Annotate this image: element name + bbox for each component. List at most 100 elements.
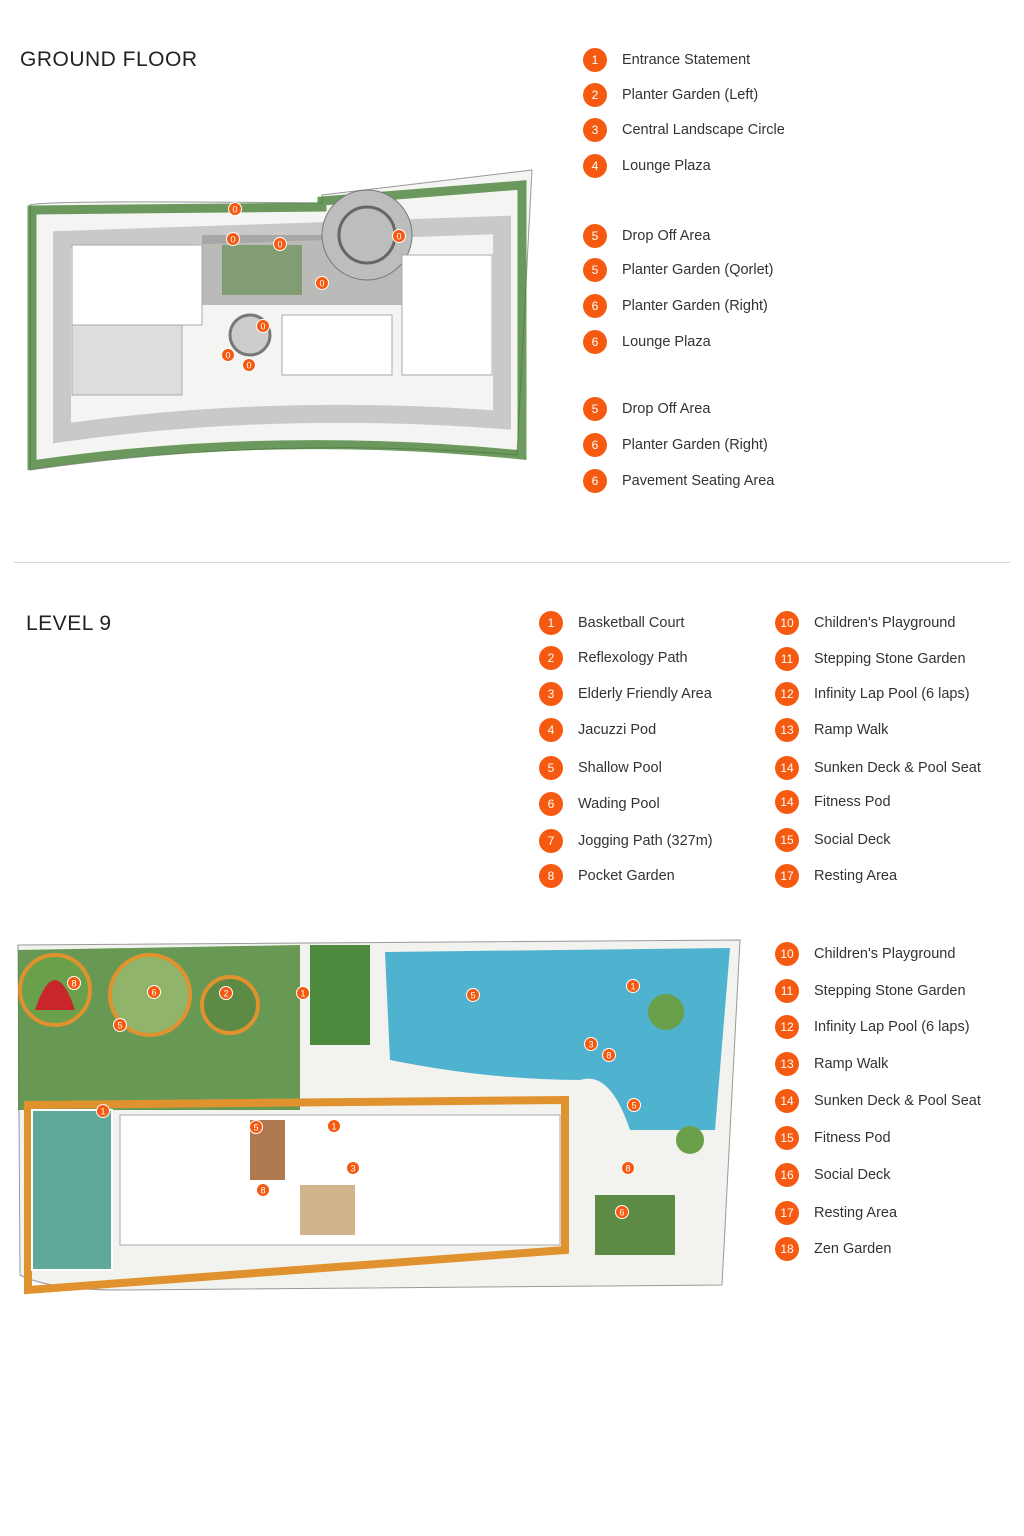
marker-number-icon: 7 <box>539 829 563 853</box>
legend-item: 11 Stepping Stone Garden <box>775 979 966 1003</box>
legend-item: 10 Children's Playground <box>775 611 955 635</box>
map-marker: 5 <box>113 1018 127 1032</box>
marker-number-icon: 15 <box>775 828 799 852</box>
marker-number-icon: 12 <box>775 682 799 706</box>
marker-number-icon: 15 <box>775 1126 799 1150</box>
legend-item: 1 Basketball Court <box>539 611 684 635</box>
legend-label: Resting Area <box>814 868 898 884</box>
legend-label: Sunken Deck & Pool Seat <box>814 760 981 776</box>
marker-number-icon: 17 <box>775 1201 799 1225</box>
marker-number-icon: 18 <box>775 1237 799 1261</box>
map-marker: 6 <box>615 1205 629 1219</box>
marker-number-icon: 13 <box>775 1052 799 1076</box>
legend-item: 14 Sunken Deck & Pool Seat <box>775 756 981 780</box>
marker-number-icon: 11 <box>775 979 799 1003</box>
map-marker-label: 0 <box>396 232 401 242</box>
map-marker-label: 1 <box>331 1122 336 1132</box>
legend-label: Central Landscape Circle <box>622 122 785 138</box>
marker-number-icon: 4 <box>583 154 607 178</box>
marker-number-icon: 5 <box>583 258 607 282</box>
legend-label: Ramp Walk <box>814 722 889 738</box>
map-marker-label: 1 <box>630 982 635 992</box>
map-marker: 1 <box>626 979 640 993</box>
marker-number-icon: 6 <box>583 294 607 318</box>
legend-item: 17 Resting Area <box>775 1201 897 1225</box>
marker-number-icon: 11 <box>775 647 799 671</box>
marker-number-icon: 5 <box>583 397 607 421</box>
level-9-title: LEVEL 9 <box>26 612 112 635</box>
legend-label: Planter Garden (Right) <box>622 437 768 453</box>
marker-number-icon: 5 <box>539 756 563 780</box>
legend-item: 13 Ramp Walk <box>775 1052 888 1076</box>
marker-number-icon: 3 <box>583 118 607 142</box>
map-marker-label: 8 <box>606 1051 611 1061</box>
legend-label: Jogging Path (327m) <box>578 833 713 849</box>
map-marker: 8 <box>67 976 81 990</box>
marker-number-icon: 6 <box>583 469 607 493</box>
map-marker: 5 <box>249 1120 263 1134</box>
marker-number-icon: 3 <box>539 682 563 706</box>
ground-floor-title: GROUND FLOOR <box>20 48 198 71</box>
marker-number-icon: 10 <box>775 611 799 635</box>
legend-label: Wading Pool <box>578 796 660 812</box>
map-marker-label: 1 <box>100 1107 105 1117</box>
map-marker: 5 <box>627 1098 641 1112</box>
marker-number-icon: 1 <box>539 611 563 635</box>
map-marker: 1 <box>296 986 310 1000</box>
legend-label: Stepping Stone Garden <box>814 983 966 999</box>
legend-label: Planter Garden (Left) <box>622 87 759 103</box>
map-marker-label: 6 <box>151 988 156 998</box>
legend-label: Ramp Walk <box>814 1056 889 1072</box>
map-marker: 0 <box>242 358 256 372</box>
legend-label: Infinity Lap Pool (6 laps) <box>814 1019 970 1035</box>
marker-number-icon: 4 <box>539 718 563 742</box>
legend-label: Resting Area <box>814 1205 898 1221</box>
legend-label: Lounge Plaza <box>622 158 711 174</box>
marker-number-icon: 16 <box>775 1163 799 1187</box>
map-marker: 0 <box>315 276 329 290</box>
legend-item: 4 Jacuzzi Pod <box>539 718 656 742</box>
map-marker: 0 <box>226 232 240 246</box>
legend-item: 6 Pavement Seating Area <box>583 469 774 493</box>
legend-label: Jacuzzi Pod <box>578 722 657 738</box>
map-marker: 0 <box>221 348 235 362</box>
map-marker-label: 1 <box>300 989 305 999</box>
map-marker-label: 5 <box>470 991 475 1001</box>
legend-label: Basketball Court <box>578 615 685 631</box>
legend-label: Pavement Seating Area <box>622 473 775 489</box>
marker-number-icon: 14 <box>775 1089 799 1113</box>
map-marker: 1 <box>96 1104 110 1118</box>
map-marker-label: 2 <box>223 989 228 999</box>
map-marker: 0 <box>392 229 406 243</box>
legend-label: Planter Garden (Qorlet) <box>622 262 774 278</box>
map-marker: 0 <box>256 319 270 333</box>
map-marker-label: 0 <box>319 279 324 289</box>
marker-number-icon: 6 <box>583 330 607 354</box>
map-marker-label: 0 <box>232 205 237 215</box>
map-marker-label: 8 <box>260 1186 265 1196</box>
legend-label: Children's Playground <box>814 615 956 631</box>
map-marker-label: 5 <box>253 1123 258 1133</box>
legend-label: Lounge Plaza <box>622 334 711 350</box>
marker-number-icon: 14 <box>775 756 799 780</box>
map-marker: 0 <box>273 237 287 251</box>
legend-item: 6 Lounge Plaza <box>583 330 711 354</box>
legend-label: Drop Off Area <box>622 401 711 417</box>
map-marker-label: 0 <box>277 240 282 250</box>
map-marker-label: 5 <box>631 1101 636 1111</box>
legend-label: Infinity Lap Pool (6 laps) <box>814 686 970 702</box>
map-marker: 3 <box>346 1161 360 1175</box>
